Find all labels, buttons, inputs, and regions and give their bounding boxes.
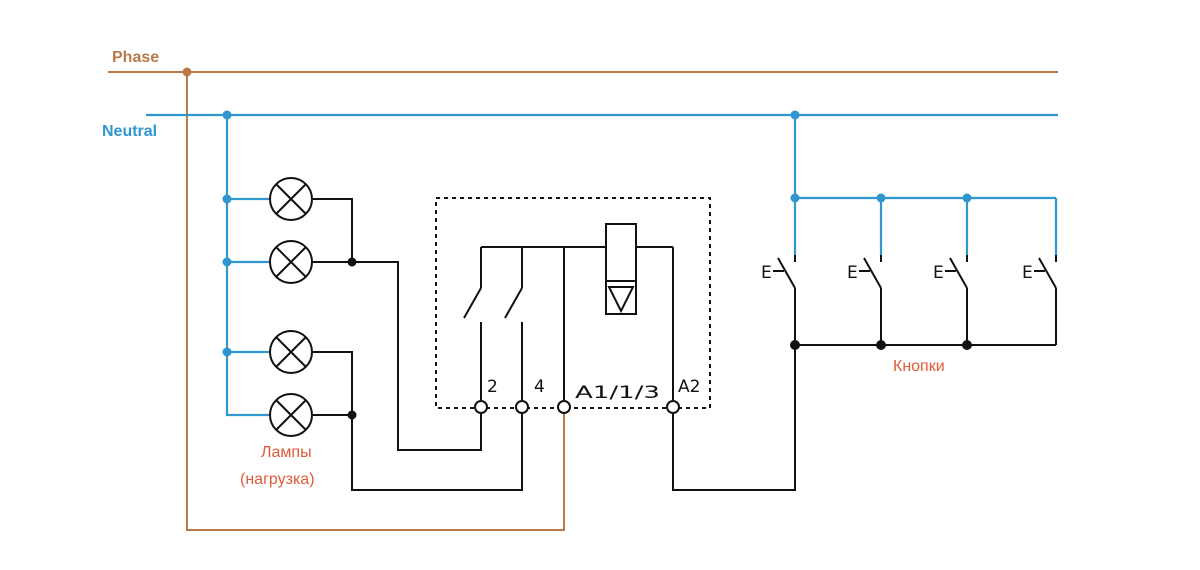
pushbutton-4-marker: E [1022,263,1033,283]
terminal-2 [474,400,488,414]
lamp-4 [269,393,313,437]
pushbutton-2-marker: E [847,263,858,283]
lamp-output-wires [312,198,523,491]
terminal-4-label: 4 [534,377,545,397]
terminal-a2 [666,400,680,414]
lamps-label-line2: (нагрузка) [240,471,315,488]
pushbutton-1-marker: E [761,263,772,283]
neutral-label: Neutral [102,123,157,140]
terminal-2-label: 2 [487,377,498,397]
impulse-relay: 2 4 A1/1/3 A2 [435,197,711,414]
terminal-a2-label: A2 [678,377,700,397]
terminal-a1-label: A1/1/3 [575,383,660,403]
pushbutton-1: E [761,255,796,345]
pushbutton-4: E [1022,255,1057,345]
buttons-common-bus [790,340,1056,350]
neutral-wire [146,110,1058,417]
lamp-1 [269,177,313,221]
lamp-2 [269,240,313,284]
pushbutton-3: E [933,255,968,345]
phase-wire [108,67,1058,531]
phase-junction [182,67,192,77]
terminal-a1 [557,400,571,414]
terminal-4 [515,400,529,414]
pushbutton-3-marker: E [933,263,944,283]
a2-to-buttons-wire [672,345,796,491]
pushbutton-2: E [847,255,882,345]
phase-label: Phase [112,49,159,66]
lamps-label-line1: Лампы [261,444,312,461]
buttons-label: Кнопки [893,358,945,375]
lamp-3 [269,330,313,374]
